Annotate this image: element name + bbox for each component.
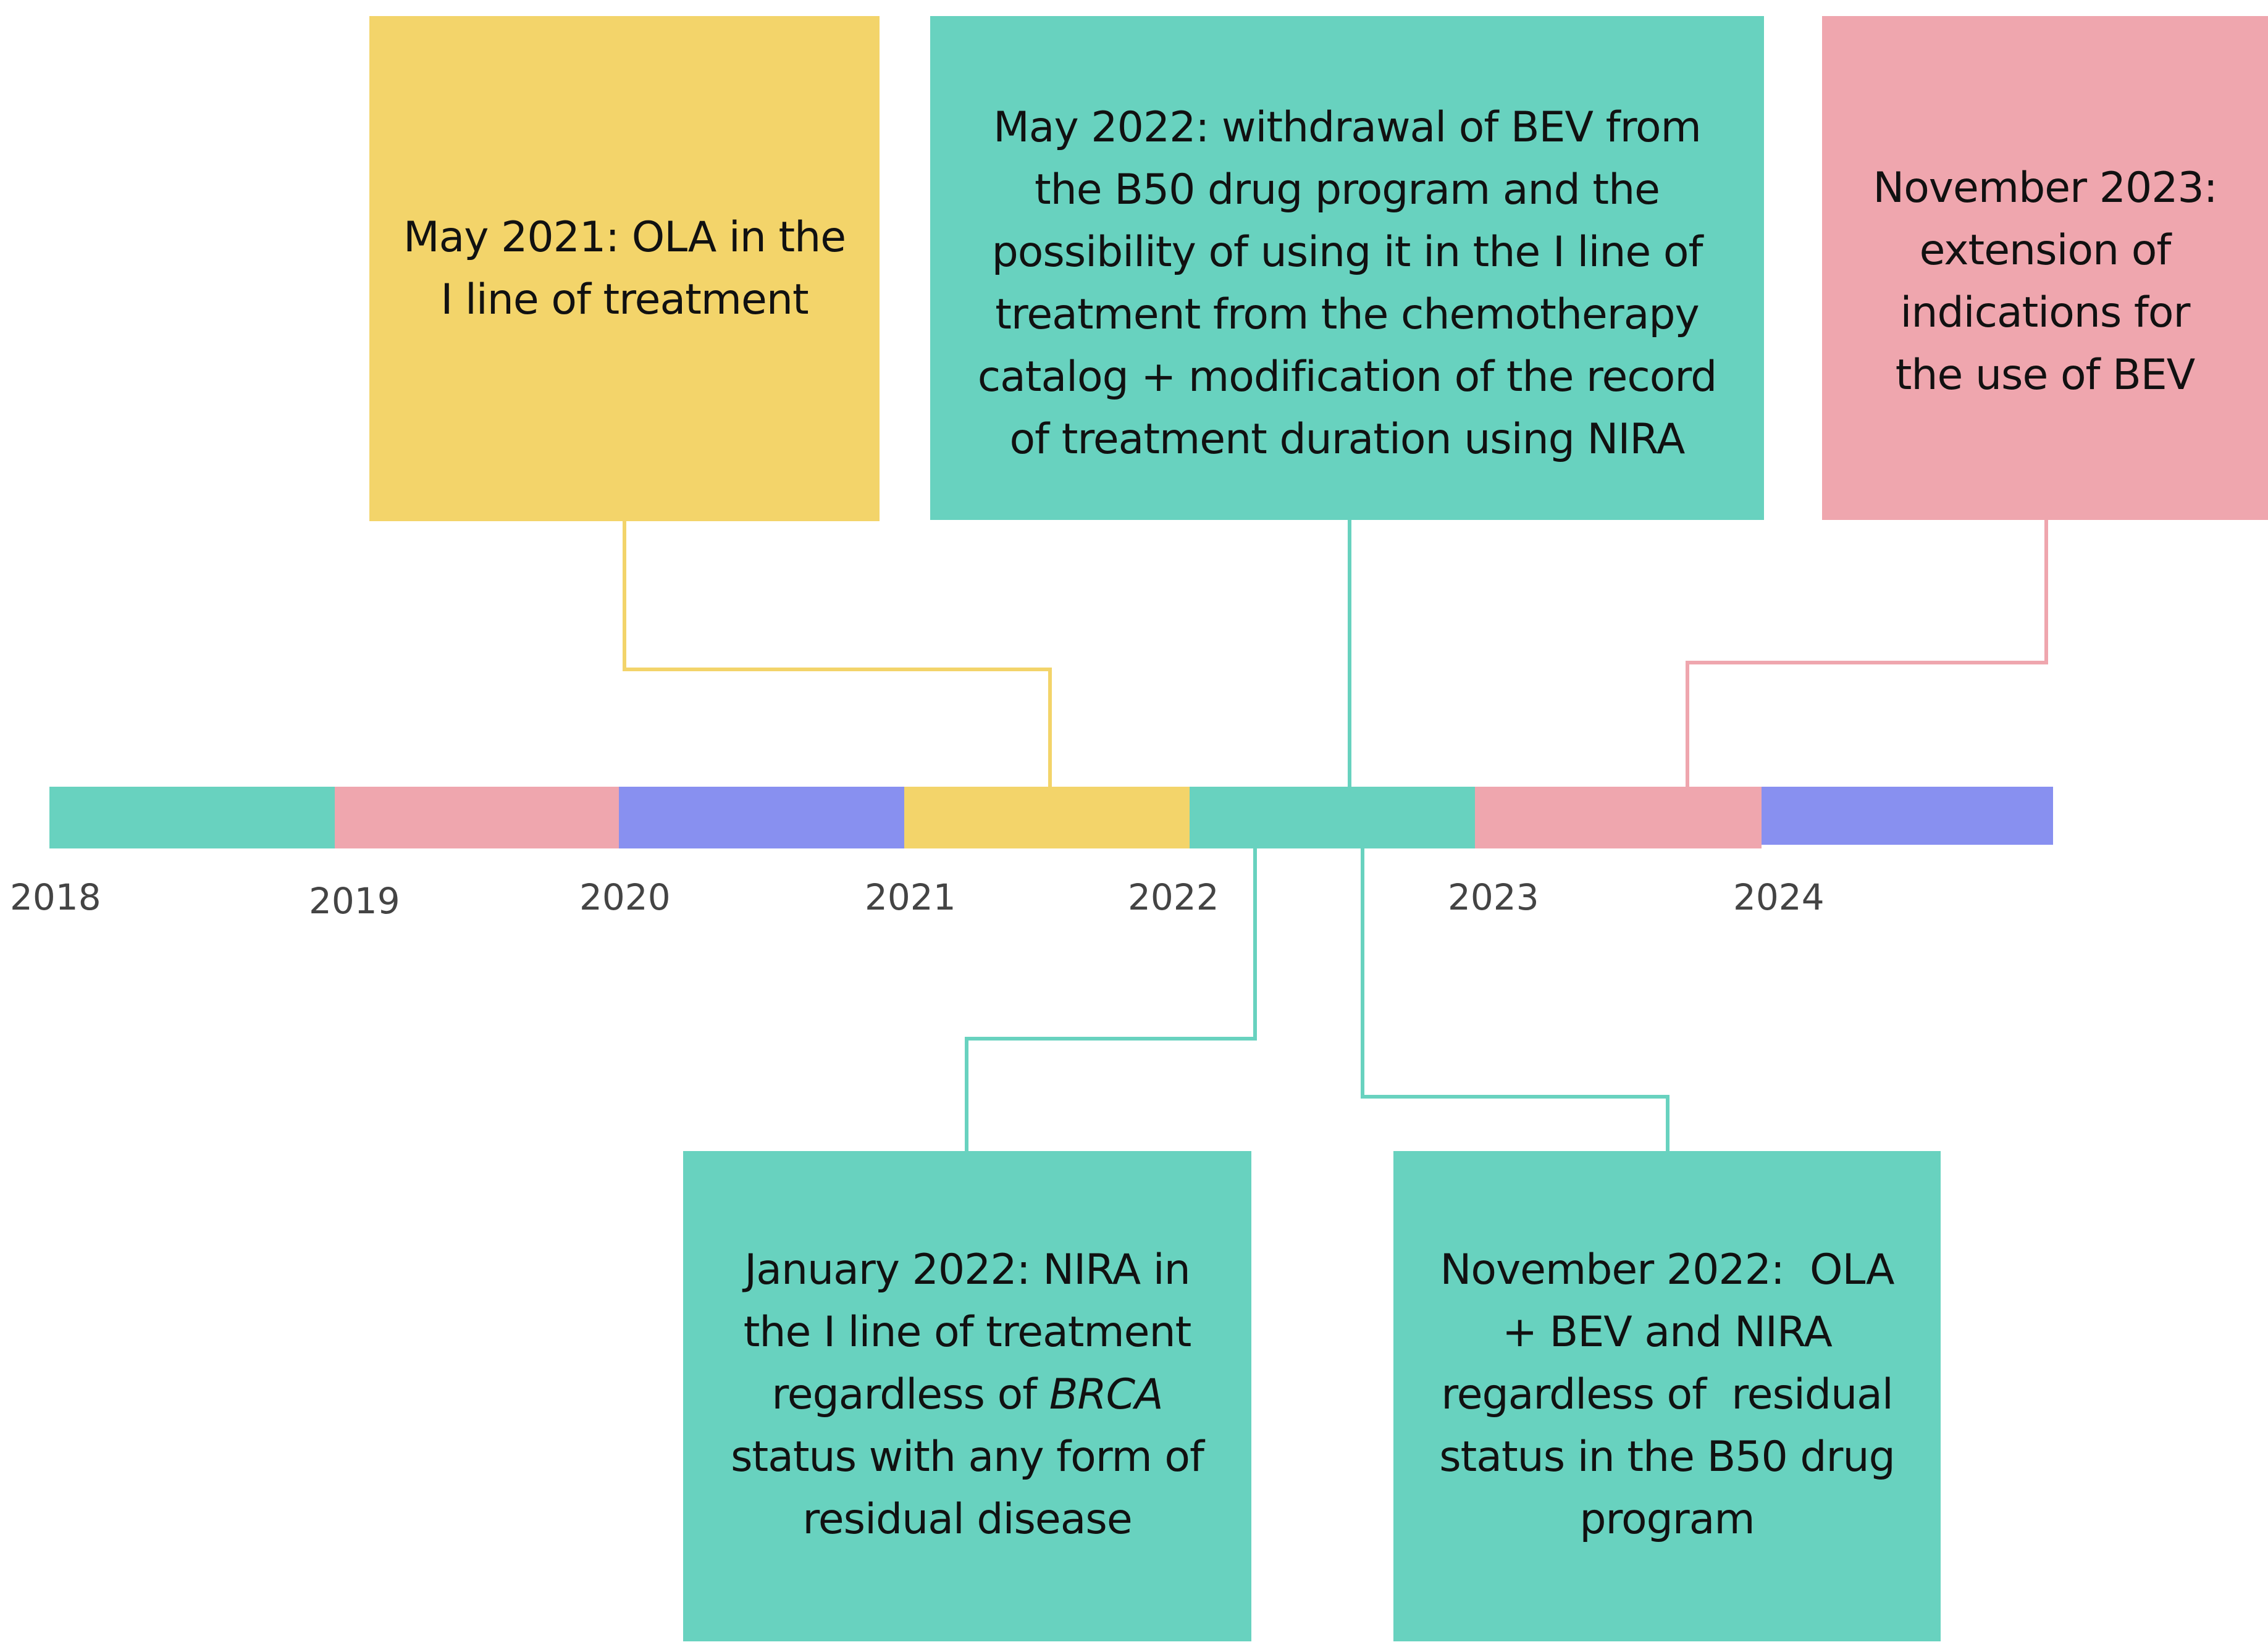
- event-text-line: the B50 drug program and the: [1034, 165, 1660, 214]
- timeline-segment-2019: [335, 787, 619, 848]
- timeline-segment-2023: [1475, 787, 1762, 848]
- event-text-line: residual disease: [802, 1495, 1132, 1544]
- event-text-line: treatment from the chemotherapy: [995, 290, 1700, 339]
- event-text-line: extension of: [1919, 226, 2172, 275]
- year-label-2022: 2022: [1128, 876, 1219, 918]
- event-text-line: possibility of using it in the I line of: [991, 228, 1703, 277]
- timeline-segment-2021: [904, 787, 1190, 848]
- timeline-segment-2024: [1762, 787, 2053, 845]
- event-text-line: May 2022: withdrawal of BEV from: [993, 103, 1702, 152]
- event-text-line: the I line of treatment: [743, 1308, 1192, 1357]
- event-box-may-2022: May 2022: withdrawal of BEV from the B50…: [930, 16, 1764, 520]
- event-text-line: catalog + modification of the record: [977, 353, 1717, 401]
- timeline-segment-2022: [1190, 787, 1475, 848]
- year-label-2018: 2018: [10, 876, 101, 918]
- connector-nov-2023: [1686, 520, 2048, 787]
- event-text-line: May 2021: OLA in the: [403, 213, 846, 262]
- event-text-line: + BEV and NIRA: [1502, 1308, 1833, 1357]
- event-text-line: November 2023:: [1873, 164, 2217, 212]
- connector-jan-2022: [965, 848, 1257, 1151]
- event-box-may-2021: May 2021: OLA in the I line of treatment: [369, 16, 880, 521]
- year-label-2020: 2020: [579, 876, 671, 918]
- event-text-line: regardless of BRCA: [731, 1363, 1204, 1426]
- timeline-segment-2020: [619, 787, 904, 848]
- event-box-jan-2022: January 2022: NIRA in the I line of trea…: [683, 1151, 1251, 1641]
- event-text-line: status in the B50 drug: [1439, 1433, 1896, 1481]
- year-label-2023: 2023: [1448, 876, 1539, 918]
- event-text-line: November 2022: OLA: [1440, 1246, 1894, 1294]
- event-text-line: January 2022: NIRA in: [744, 1246, 1191, 1294]
- connector-nov-2022: [1361, 848, 1670, 1151]
- year-label-2024: 2024: [1733, 876, 1825, 918]
- event-text-line: status with any form of: [731, 1433, 1204, 1481]
- connector-may-2021: [623, 521, 1052, 787]
- event-text-line: the use of BEV: [1895, 351, 2195, 400]
- event-text-line: program: [1579, 1495, 1755, 1544]
- event-text-fragment: regardless of: [771, 1370, 1049, 1419]
- event-text-italic-brca: BRCA: [1049, 1370, 1164, 1419]
- event-box-nov-2023: November 2023: extension of indications …: [1822, 16, 2268, 520]
- event-text-line: I line of treatment: [440, 275, 808, 324]
- year-label-2019: 2019: [309, 880, 400, 922]
- timeline-segment-2018: [49, 787, 335, 848]
- event-text-line: of treatment duration using NIRA: [1009, 415, 1686, 464]
- event-text-line: indications for: [1900, 288, 2191, 337]
- year-label-2021: 2021: [865, 876, 956, 918]
- event-text-line: regardless of residual: [1441, 1370, 1893, 1419]
- event-box-nov-2022: November 2022: OLA + BEV and NIRA regard…: [1393, 1151, 1941, 1641]
